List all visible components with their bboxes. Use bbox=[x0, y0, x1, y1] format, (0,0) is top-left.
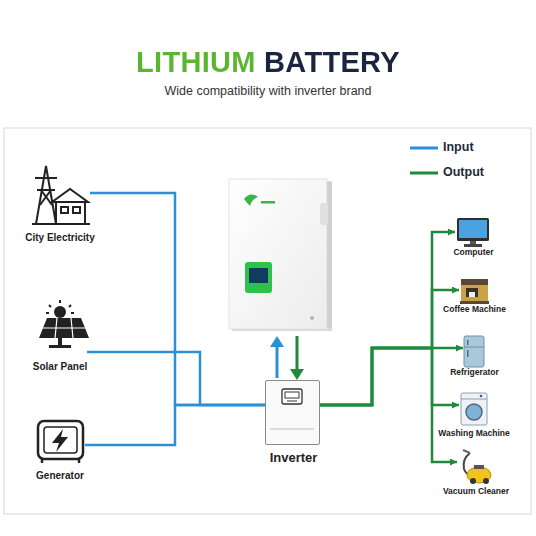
node-label: Computer bbox=[424, 247, 524, 257]
battery-arrows bbox=[270, 336, 304, 380]
vacuum-cleaner-icon bbox=[463, 450, 491, 484]
node-label: Inverter bbox=[244, 450, 344, 465]
source-node: Generator bbox=[35, 418, 85, 462]
appliance-node: Washing Machine bbox=[460, 392, 488, 425]
output-wire bbox=[320, 348, 459, 405]
subtitle: Wide compatibility with inverter brand bbox=[0, 84, 536, 98]
inverter-box: Inverter bbox=[265, 380, 320, 445]
output-wire bbox=[320, 348, 457, 462]
input-wire bbox=[90, 193, 265, 405]
legend-text: Output bbox=[443, 165, 484, 179]
city-icon bbox=[32, 166, 90, 224]
refrigerator-icon bbox=[464, 336, 484, 367]
node-label: Refrigerator bbox=[425, 367, 525, 377]
input-wire bbox=[85, 405, 265, 445]
output-wire bbox=[320, 232, 455, 405]
battery-illustration bbox=[229, 179, 332, 331]
legend-input-line bbox=[410, 147, 438, 150]
source-node: Solar Panel bbox=[33, 300, 87, 352]
node-label: City Electricity bbox=[0, 232, 120, 243]
node-label: Washing Machine bbox=[424, 428, 524, 438]
input-wire bbox=[87, 352, 265, 405]
coffee-machine-icon bbox=[460, 279, 489, 304]
node-label: Vacuum Cleaner bbox=[426, 486, 526, 496]
computer-icon bbox=[457, 218, 489, 247]
title: LITHIUM BATTERY bbox=[136, 46, 400, 79]
legend-text: Input bbox=[443, 140, 474, 154]
inverter-face bbox=[266, 381, 318, 443]
appliance-node: Vacuum Cleaner bbox=[458, 450, 494, 484]
source-node: City Electricity bbox=[30, 165, 90, 225]
title-row: LITHIUM BATTERY bbox=[0, 46, 536, 79]
node-label: Solar Panel bbox=[5, 361, 115, 372]
washing-machine-icon bbox=[461, 393, 487, 425]
node-label: Generator bbox=[5, 470, 115, 481]
appliance-node: Coffee Machine bbox=[460, 278, 489, 304]
legend-output-line bbox=[410, 172, 438, 175]
solar-icon bbox=[39, 300, 89, 348]
appliance-node: Computer bbox=[456, 218, 491, 248]
node-label: Coffee Machine bbox=[425, 304, 525, 314]
generator-icon bbox=[38, 421, 83, 463]
appliance-node: Refrigerator bbox=[464, 336, 485, 367]
output-wire bbox=[320, 348, 463, 405]
frame bbox=[4, 128, 531, 514]
